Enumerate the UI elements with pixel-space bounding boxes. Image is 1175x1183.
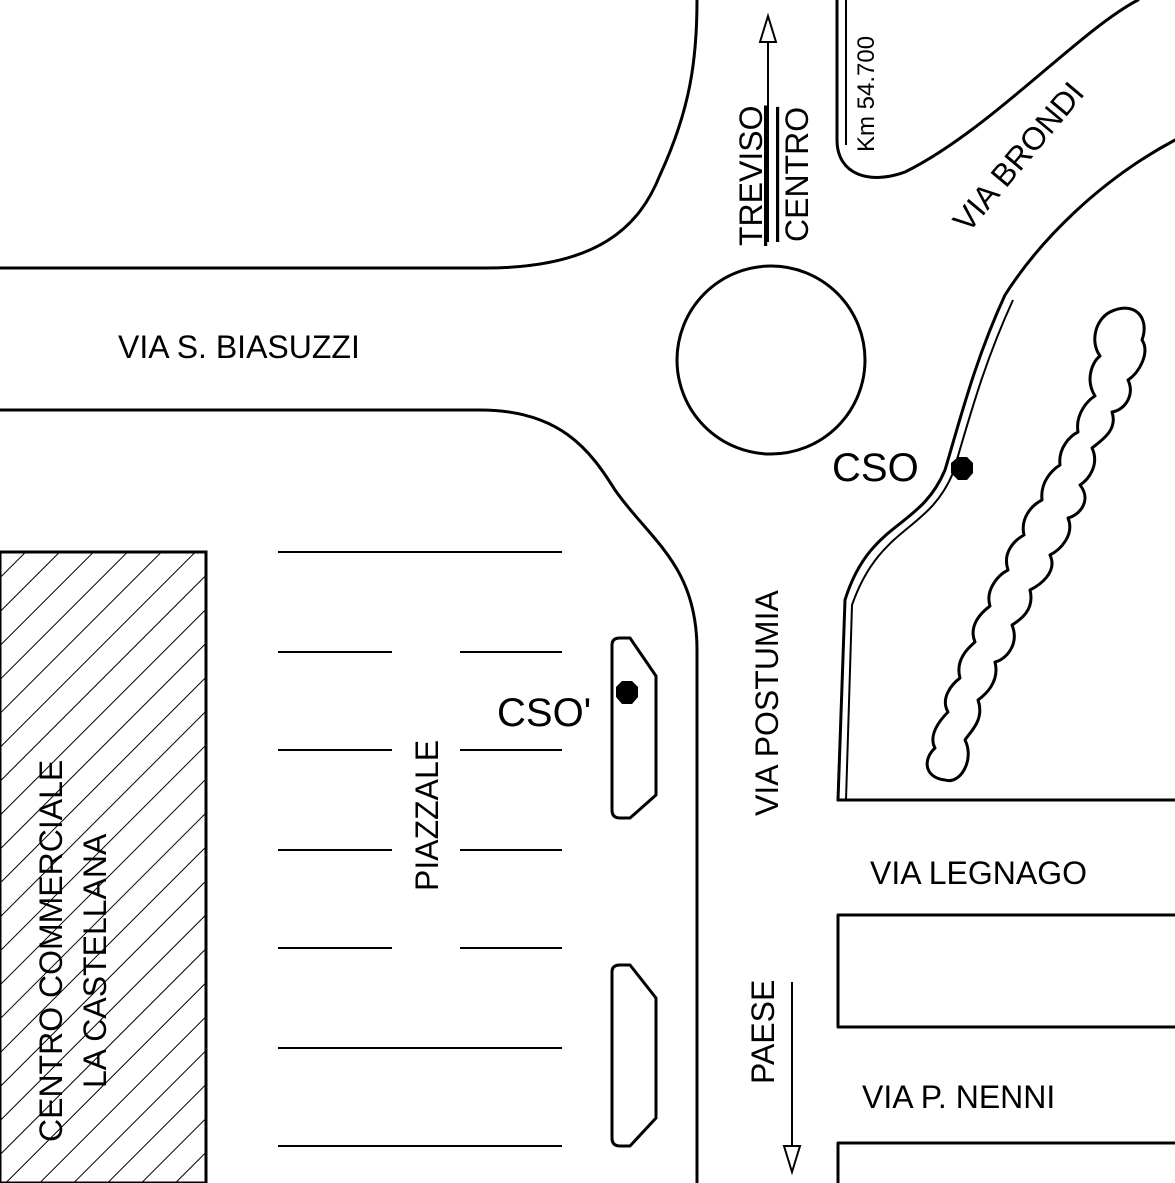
label-treviso: TREVISO xyxy=(733,106,769,246)
hatched-building-icon xyxy=(0,550,208,1183)
label-la-castellana: LA CASTELLANA xyxy=(77,833,113,1088)
biasuzzi-north-edge xyxy=(0,0,699,270)
label-centro: CENTRO xyxy=(779,107,815,242)
label-via-brondi: VIA BRONDI xyxy=(946,75,1091,238)
label-paese: PAESE xyxy=(745,980,781,1084)
label-cso: CSO xyxy=(832,446,919,490)
octagon-dot-icon xyxy=(616,681,638,704)
label-via-nenni: VIA P. NENNI xyxy=(862,1079,1055,1115)
arrow-down-icon xyxy=(782,982,802,1176)
biasuzzi-south-edge xyxy=(0,408,699,1183)
legnago-south-block xyxy=(836,913,1175,1029)
label-via-postumia: VIA POSTUMIA xyxy=(749,590,785,816)
traffic-island-north xyxy=(610,636,658,820)
brondi-outer-edge xyxy=(836,138,1175,802)
label-via-legnago: VIA LEGNAGO xyxy=(870,855,1087,891)
label-via-biasuzzi: VIA S. BIASUZZI xyxy=(118,329,360,365)
octagon-dot-icon xyxy=(951,457,973,480)
label-piazzale: PIAZZALE xyxy=(409,740,445,891)
tree-row-icon xyxy=(925,306,1147,783)
arrow-up-icon xyxy=(758,12,778,242)
parking-lines xyxy=(278,551,562,1147)
label-cso-prime: CSO' xyxy=(497,691,591,735)
traffic-island-south xyxy=(610,963,658,1148)
label-centro-commerciale: CENTRO COMMERCIALE xyxy=(33,760,69,1142)
nenni-block xyxy=(836,1141,1175,1183)
label-km: Km 54.700 xyxy=(853,36,880,152)
roundabout xyxy=(675,264,867,456)
brondi-inner-edge xyxy=(835,0,1140,179)
